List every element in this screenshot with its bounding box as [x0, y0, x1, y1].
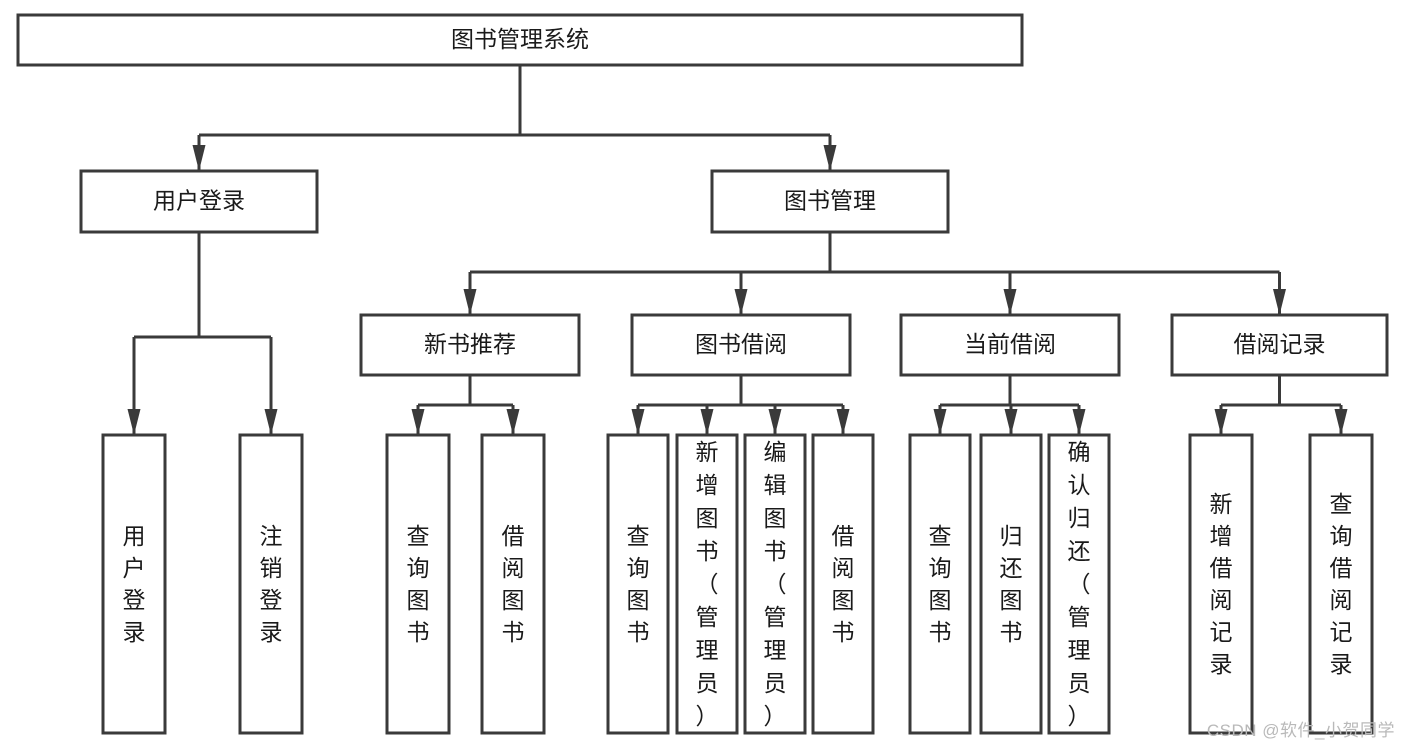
node-label: 查询图书 [929, 523, 952, 645]
node-label: 借阅图书 [502, 523, 525, 645]
node-box [101, 433, 167, 735]
node-leaf-logout[interactable]: 注销登录 [238, 433, 304, 735]
node-box [675, 433, 739, 735]
node-current-borrow[interactable]: 当前借阅 [899, 313, 1121, 377]
node-box [979, 433, 1043, 735]
arrow-head-icon [506, 409, 520, 435]
node-label: 新增图书（管理员） [696, 439, 719, 729]
node-leaf-edit-book[interactable]: 编辑图书（管理员） [743, 433, 807, 735]
node-label: 图书管理系统 [451, 26, 589, 52]
node-label: 归还图书 [1000, 523, 1023, 645]
node-box [1308, 433, 1374, 735]
csdn-watermark: CSDN @软件_小贺同学 [1206, 721, 1395, 740]
node-box [630, 313, 852, 377]
node-leaf-add-book[interactable]: 新增图书（管理员） [675, 433, 739, 735]
connector-layer [127, 65, 1348, 435]
node-box [16, 13, 1024, 67]
node-new-book-recommend[interactable]: 新书推荐 [359, 313, 581, 377]
node-box [359, 313, 581, 377]
node-user-login[interactable]: 用户登录 [79, 169, 319, 234]
node-leaf-add-record[interactable]: 新增借阅记录 [1188, 433, 1254, 735]
node-box [480, 433, 546, 735]
node-leaf-return-book[interactable]: 归还图书 [979, 433, 1043, 735]
node-label: 用户登录 [123, 523, 146, 645]
arrow-head-icon [127, 409, 141, 435]
node-book-borrow[interactable]: 图书借阅 [630, 313, 852, 377]
arrow-head-icon [933, 409, 947, 435]
node-label: 图书借阅 [695, 331, 787, 357]
arrow-head-icon [1334, 409, 1348, 435]
arrow-head-icon [264, 409, 278, 435]
node-leaf-confirm-return[interactable]: 确认归还（管理员） [1047, 433, 1111, 735]
node-root-root[interactable]: 图书管理系统 [16, 13, 1024, 67]
node-label: 查询借阅记录 [1330, 491, 1353, 677]
arrow-head-icon [631, 409, 645, 435]
arrow-head-icon [823, 145, 837, 171]
node-box [79, 169, 319, 234]
node-label: 新书推荐 [424, 331, 516, 357]
arrow-head-icon [768, 409, 782, 435]
node-label: 借阅记录 [1234, 331, 1326, 357]
arrow-head-icon [463, 289, 477, 315]
node-box [238, 433, 304, 735]
node-leaf-query-book-3[interactable]: 查询图书 [908, 433, 972, 735]
node-book-manage[interactable]: 图书管理 [710, 169, 950, 234]
node-label: 借阅图书 [832, 523, 855, 645]
node-box [899, 313, 1121, 377]
node-leaf-query-book-2[interactable]: 查询图书 [606, 433, 670, 735]
node-box [606, 433, 670, 735]
node-label: 图书管理 [784, 188, 876, 214]
node-box [710, 169, 950, 234]
node-box [908, 433, 972, 735]
node-leaf-borrow-book-1[interactable]: 借阅图书 [480, 433, 546, 735]
node-label: 编辑图书（管理员） [764, 439, 787, 729]
node-box [811, 433, 875, 735]
arrow-head-icon [1072, 409, 1086, 435]
node-label: 注销登录 [260, 523, 283, 645]
arrow-head-icon [836, 409, 850, 435]
arrow-head-icon [1273, 289, 1286, 315]
arrow-head-icon [1214, 409, 1228, 435]
node-box [1047, 433, 1111, 735]
node-box [1188, 433, 1254, 735]
arrow-head-icon [411, 409, 425, 435]
node-label: 确认归还（管理员） [1068, 439, 1091, 729]
node-leaf-user-login[interactable]: 用户登录 [101, 433, 167, 735]
node-label: 查询图书 [407, 523, 430, 645]
node-leaf-query-book-1[interactable]: 查询图书 [385, 433, 451, 735]
node-label: 新增借阅记录 [1210, 491, 1233, 677]
node-label: 用户登录 [153, 188, 245, 214]
node-label: 当前借阅 [964, 331, 1056, 357]
arrow-head-icon [700, 409, 714, 435]
node-box [385, 433, 451, 735]
node-label: 查询图书 [627, 523, 650, 645]
node-box [1170, 313, 1389, 377]
arrow-head-icon [1004, 409, 1018, 435]
node-borrow-record[interactable]: 借阅记录 [1170, 313, 1389, 377]
node-box [743, 433, 807, 735]
node-leaf-query-record[interactable]: 查询借阅记录 [1308, 433, 1374, 735]
arrow-head-icon [192, 145, 206, 171]
arrow-head-icon [1003, 289, 1017, 315]
node-leaf-borrow-book-2[interactable]: 借阅图书 [811, 433, 875, 735]
arrow-head-icon [734, 289, 748, 315]
node-layer: 图书管理系统用户登录图书管理新书推荐图书借阅当前借阅借阅记录用户登录注销登录查询… [16, 13, 1389, 735]
